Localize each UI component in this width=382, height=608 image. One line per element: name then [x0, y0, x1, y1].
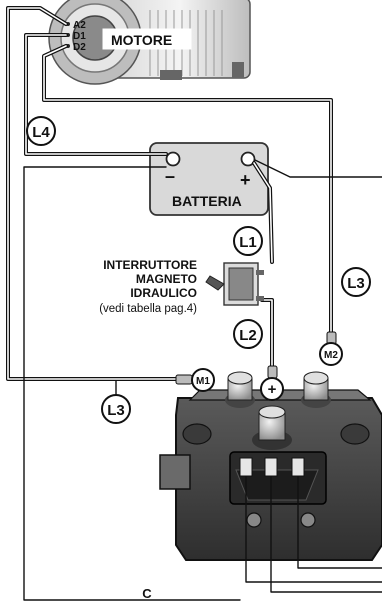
motor: MOTORE A2 D1 D2 — [48, 0, 251, 85]
hydraulic-switch — [205, 262, 264, 306]
battery-positive-terminal — [240, 151, 256, 167]
battery-negative-sign: – — [165, 166, 175, 186]
switch-label-line1: INTERRUTTORE — [103, 258, 197, 272]
battery-label: BATTERIA — [172, 193, 242, 209]
svg-text:L3: L3 — [107, 402, 125, 419]
solenoid-bolt-left — [225, 371, 255, 408]
terminal-m2: M2 — [319, 331, 343, 366]
cable-label-l1: L1 — [233, 226, 263, 256]
cable-label-l2: L2 — [233, 319, 263, 349]
svg-text:+: + — [268, 381, 277, 398]
terminal-positive: + — [260, 365, 284, 401]
cable-label-l3-left: L3 — [101, 394, 131, 424]
svg-text:L1: L1 — [239, 234, 257, 251]
switch-label-line2: MAGNETO — [136, 272, 197, 286]
motor-terminal-d1: D1 — [73, 31, 86, 42]
wires — [6, 6, 382, 601]
svg-text:L2: L2 — [239, 327, 257, 344]
battery-negative-terminal — [165, 151, 181, 167]
solenoid-bolt-center — [252, 405, 292, 450]
motor-terminal-d2: D2 — [73, 42, 86, 53]
cable-label-l4: L4 — [26, 116, 56, 146]
svg-text:M2: M2 — [324, 350, 338, 361]
terminal-m1: M1 — [175, 368, 215, 392]
svg-text:L3: L3 — [347, 275, 365, 292]
battery: – + BATTERIA — [149, 142, 269, 216]
cable-label-l3-right: L3 — [341, 267, 371, 297]
solenoid-label-c: C — [142, 586, 152, 601]
solenoid-block — [159, 371, 382, 561]
solenoid-bolt-right — [301, 371, 331, 408]
motor-label: MOTORE — [111, 32, 172, 48]
svg-text:L4: L4 — [32, 124, 50, 141]
motor-terminal-a2: A2 — [73, 20, 86, 31]
switch-note: (vedi tabella pag.4) — [99, 303, 197, 315]
svg-text:M1: M1 — [196, 376, 210, 387]
battery-positive-sign: + — [240, 170, 251, 190]
control-wires-overlay — [245, 476, 299, 560]
switch-label-line3: IDRAULICO — [130, 286, 197, 300]
